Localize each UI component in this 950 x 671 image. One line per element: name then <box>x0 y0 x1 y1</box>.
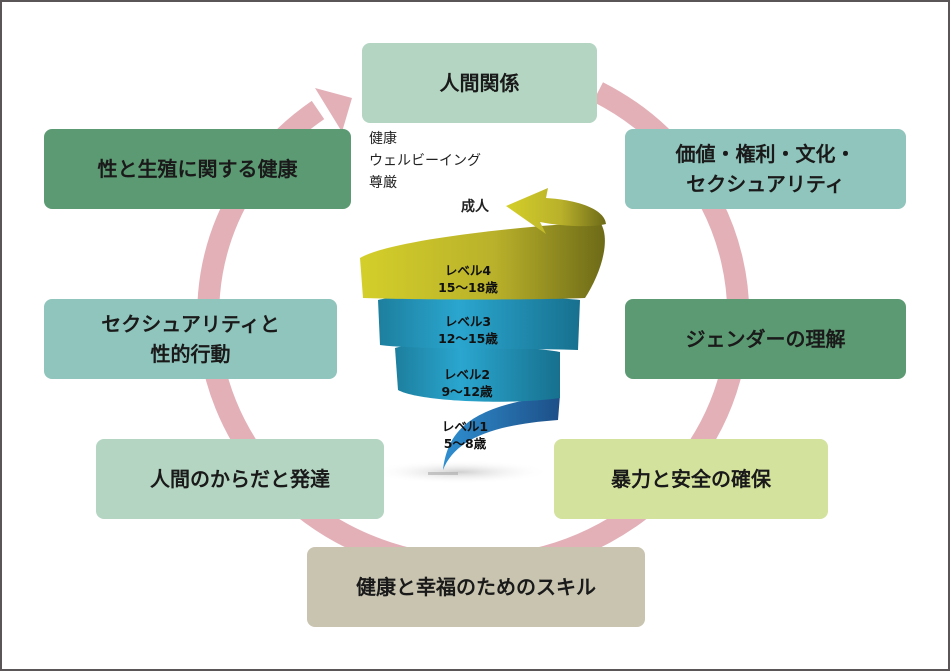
level-ages: 12〜15歳 <box>438 331 498 346</box>
box-gender-understanding: ジェンダーの理解 <box>625 299 906 379</box>
box-label: セクシュアリティ <box>686 172 845 196</box>
level-name: レベル4 <box>444 263 492 278</box>
level-label-1: レベル1 5〜8歳 <box>420 418 510 452</box>
aspect-item: 尊厳 <box>369 175 397 191</box>
spiral-band-level3 <box>378 294 580 350</box>
cycle-arrow-head-icon <box>315 88 352 132</box>
level-name: レベル2 <box>443 367 491 382</box>
box-label: 性的行動 <box>150 342 231 366</box>
level-label-3: レベル3 12〜15歳 <box>423 313 513 347</box>
box-values-rights-culture: 価値・権利・文化・ セクシュアリティ <box>625 129 906 209</box>
spiral <box>360 188 606 470</box>
spiral-shadow <box>370 460 550 484</box>
box-violence-safety: 暴力と安全の確保 <box>554 439 828 519</box>
box-health-wellbeing-skills: 健康と幸福のためのスキル <box>307 547 645 627</box>
box-label: 性と生殖に関する健康 <box>97 157 298 181</box>
level-ages: 9〜12歳 <box>441 384 493 399</box>
level-name: レベル1 <box>441 419 489 434</box>
aspects-list: 健康 ウェルビーイング 尊厳 <box>369 128 481 194</box>
spiral-top-label: 成人 <box>461 199 489 215</box>
box-human-relationships: 人間関係 <box>362 43 597 123</box>
level-label-4: レベル4 15〜18歳 <box>423 262 513 296</box>
box-sexuality-sexual-behavior: セクシュアリティと 性的行動 <box>44 299 337 379</box>
spiral-band-level1 <box>443 395 560 470</box>
aspect-item: 健康 <box>369 131 397 147</box>
spiral-band-level2 <box>395 343 560 402</box>
spiral-arrow-icon <box>506 188 606 234</box>
box-label: 暴力と安全の確保 <box>611 467 771 491</box>
box-label: 健康と幸福のためのスキル <box>356 575 596 599</box>
level-label-2: レベル2 9〜12歳 <box>422 366 512 400</box>
level-ages: 5〜8歳 <box>443 436 487 451</box>
box-label: セクシュアリティと <box>101 312 280 336</box>
level-name: レベル3 <box>444 314 492 329</box>
box-label: 価値・権利・文化・ <box>675 142 856 166</box>
box-label: ジェンダーの理解 <box>685 327 846 351</box>
box-human-body-development: 人間のからだと発達 <box>96 439 384 519</box>
box-label: 人間関係 <box>439 71 520 95</box>
box-label: 人間のからだと発達 <box>150 467 330 491</box>
spiral-band-level4 <box>360 222 605 300</box>
box-sexual-reproductive-health: 性と生殖に関する健康 <box>44 129 351 209</box>
aspect-item: ウェルビーイング <box>369 153 481 169</box>
level-ages: 15〜18歳 <box>438 280 498 295</box>
